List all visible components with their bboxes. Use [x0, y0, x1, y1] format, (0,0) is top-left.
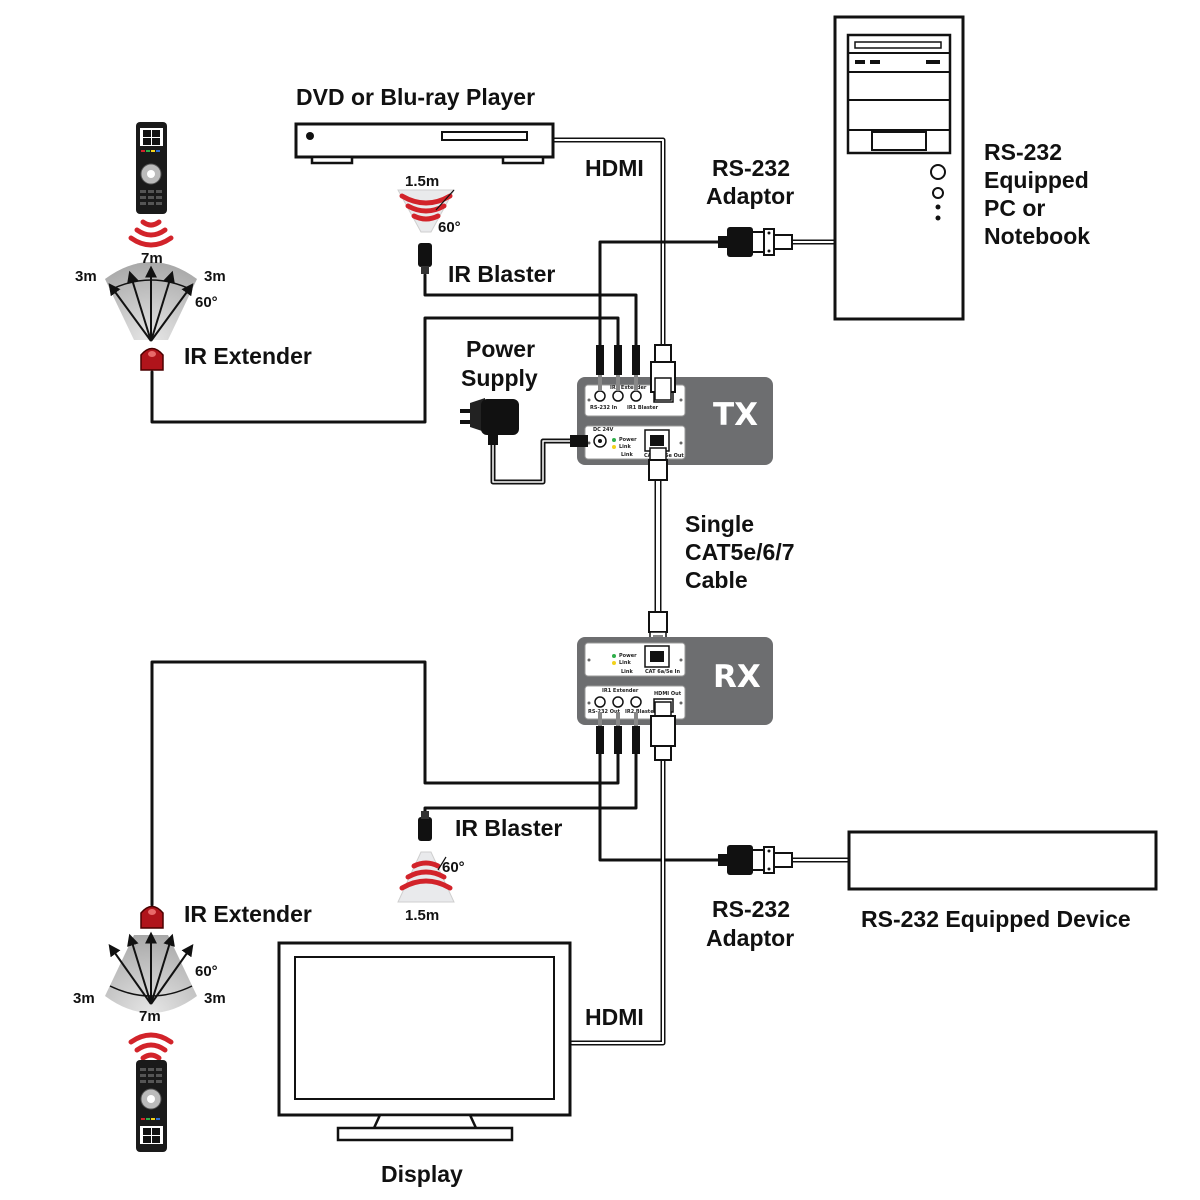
- rx-label: RX: [713, 659, 761, 695]
- rs232-adaptor-bottom-line2: Adaptor: [706, 925, 794, 951]
- pc-tower-icon: [833, 15, 965, 321]
- rx-power-text: Power: [619, 653, 637, 659]
- power-supply-label-line2: Supply: [461, 365, 538, 391]
- tx-label: TX: [713, 397, 758, 433]
- remote-signal-bottom: [128, 1032, 174, 1061]
- pc-label-line4: Notebook: [984, 223, 1090, 249]
- ir-extender-range-bottom: [105, 931, 197, 1013]
- remote-signal-top: [128, 219, 174, 248]
- rs232-adaptor-top-line2: Adaptor: [706, 183, 794, 209]
- hdmi-plug-icon: [650, 344, 676, 401]
- power-cable: [490, 438, 588, 485]
- ir-blaster-label-bottom: IR Blaster: [455, 815, 562, 841]
- dvd-player: [294, 122, 555, 165]
- tx-plugs: [596, 344, 676, 401]
- power-supply-label-line1: Power: [466, 336, 535, 362]
- extender-top-distance: 7m: [141, 250, 163, 267]
- tv-display-icon: [277, 941, 572, 1142]
- rx-link-sub-text: Link: [621, 669, 633, 675]
- blaster-top-distance: 1.5m: [405, 173, 439, 190]
- rs232-cable-rx: [598, 748, 724, 862]
- ir-extender-range-top: [105, 262, 197, 342]
- ir-extender-cable-tx: [150, 316, 620, 424]
- cable-label-line1: Single: [685, 511, 754, 537]
- tx-link-sub-text: Link: [621, 452, 633, 458]
- display-label: Display: [381, 1161, 463, 1187]
- db9-connector-icon-bottom: [718, 845, 793, 875]
- extender-top-angle: 60°: [195, 294, 218, 311]
- ir-extender-label-top: IR Extender: [184, 343, 312, 369]
- extender-bottom-angle: 60°: [195, 963, 218, 980]
- rs232-device: [847, 830, 1158, 891]
- pc-label-line2: Equipped: [984, 167, 1089, 193]
- rx-hdmi-out-text: HDMI Out: [654, 691, 682, 697]
- tx-dc-text: DC 24V: [593, 427, 614, 433]
- rx-unit: Power Link Link CAT 6a/5e In IR1 Extende…: [577, 637, 773, 725]
- cable-label-line2: CAT5e/6/7: [685, 539, 795, 565]
- rx-cat-in-text: CAT 6a/5e In: [645, 669, 680, 675]
- ir-blaster-top: [397, 189, 455, 274]
- extender-top-right: 3m: [204, 268, 226, 285]
- ir-extender-label-bottom: IR Extender: [184, 901, 312, 927]
- ir-blaster-cable-tx: [423, 273, 638, 352]
- rx-link-text: Link: [619, 660, 631, 666]
- hdmi-label-top: HDMI: [585, 155, 644, 181]
- extender-bottom-left: 3m: [73, 990, 95, 1007]
- extender-bottom-distance: 7m: [139, 1008, 161, 1025]
- extender-bottom-right: 3m: [204, 990, 226, 1007]
- ir-blaster-label-top: IR Blaster: [448, 261, 555, 287]
- hdmi-label-bottom: HDMI: [585, 1004, 644, 1030]
- rx-plugs: [596, 701, 676, 761]
- pc-label-line3: PC or: [984, 195, 1045, 221]
- tx-power-text: Power: [619, 437, 637, 443]
- ir-extender-cable-rx: [150, 660, 620, 907]
- rx-rs232-out-text: RS-232 Out: [588, 709, 621, 715]
- rs232-adaptor-top-line1: RS-232: [712, 155, 790, 181]
- blaster-bottom-distance: 1.5m: [405, 907, 439, 924]
- rs232-adaptor-bottom-line1: RS-232: [712, 896, 790, 922]
- power-adapter-icon: [460, 398, 519, 445]
- pc-label-line1: RS-232: [984, 139, 1062, 165]
- blaster-top-angle: 60°: [438, 219, 461, 236]
- ir-blaster-bottom: [397, 811, 455, 903]
- rx-ir2-blaster-text: IR2 Blaster: [625, 709, 657, 715]
- blaster-bottom-angle: 60°: [442, 859, 465, 876]
- remote-control-icon: [136, 122, 167, 214]
- tx-link-text: Link: [619, 444, 631, 450]
- db9-connector-icon: [718, 227, 793, 257]
- dvd-player-label: DVD or Blu-ray Player: [296, 84, 535, 110]
- rx-ir1-extender-text: IR1 Extender: [602, 688, 639, 694]
- rs232-device-label: RS-232 Equipped Device: [861, 906, 1131, 932]
- rs232-cable-tx: [598, 240, 724, 352]
- remote-control-icon-bottom: [136, 1060, 167, 1152]
- tx-ir2-extender-text: IR2 Extender: [610, 385, 647, 391]
- cables: [150, 137, 852, 1046]
- hdmi-cable-rx: [569, 747, 666, 1046]
- ir-extender-bottom: [140, 905, 164, 929]
- tx-ir1-blaster-text: IR1 Blaster: [627, 405, 659, 411]
- tx-rs232-in-text: RS-232 In: [590, 405, 618, 411]
- extender-top-left: 3m: [75, 268, 97, 285]
- cable-label-line3: Cable: [685, 567, 748, 593]
- ir-extender-top: [140, 347, 164, 371]
